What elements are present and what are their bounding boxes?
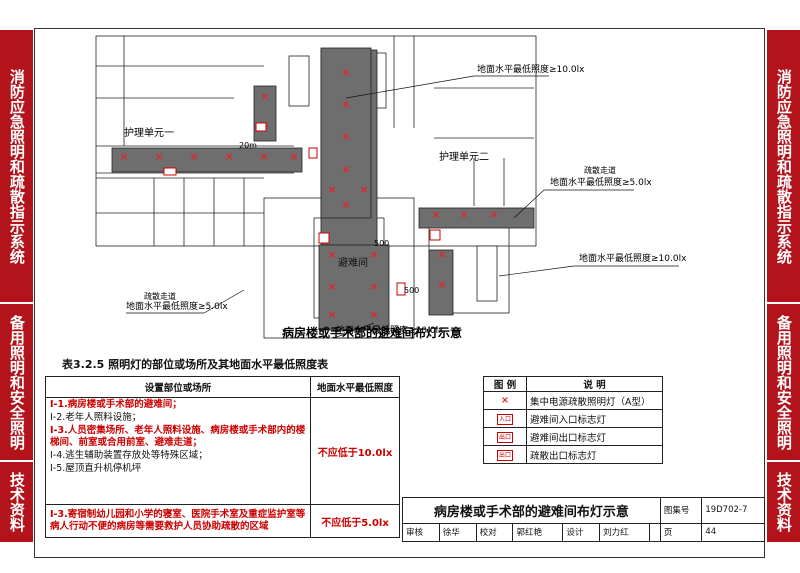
side-tab-left-mid: 备用照明和安全照明	[0, 304, 33, 460]
dimension-500-a: 500	[374, 239, 389, 248]
light-mark-icon: ×	[369, 308, 378, 321]
check-label: 校对	[475, 522, 514, 543]
legend-header-desc: 说 明	[526, 376, 663, 392]
legend-item: 避难间入口标志灯	[526, 409, 663, 428]
refuge-label: 避难间	[338, 256, 368, 269]
title-block-title: 病房楼或手术部的避难间布灯示意	[402, 497, 661, 524]
table-cell-row6: Ⅰ-3.寄宿制幼儿园和小学的寝室、医院手术室及重症监护室等病人行动不便的病房等需…	[45, 504, 311, 538]
legend-item: 疏散出口标志灯	[526, 445, 663, 464]
unit-label-2: 护理单元二	[439, 150, 489, 163]
note-bottom: 地面水平最低照度≥10.0lx	[336, 324, 444, 336]
note-top: 地面水平最低照度≥10.0lx	[477, 63, 585, 75]
stair-front-room-right	[428, 249, 454, 316]
side-tab-right-top: 消防应急照明和疏散指示系统	[767, 30, 800, 302]
table-value-10lx: 不应低于10.0lx	[310, 397, 400, 505]
unit-label-1: 护理单元一	[124, 126, 174, 139]
light-mark-icon: ×	[260, 90, 269, 103]
side-text: 消防应急照明和疏散指示系统	[774, 68, 793, 264]
dimension-500-b: 500	[404, 286, 419, 295]
light-mark-icon: ×	[327, 248, 336, 261]
atlas-number: 19D702-7	[701, 497, 765, 524]
light-mark-icon: ×	[259, 150, 268, 163]
note-right-10lx: 地面水平最低照度≥10.0lx	[579, 252, 687, 264]
plan-caption: 病房楼或手术部的避难间布灯示意	[282, 325, 462, 340]
legend-item: 集中电源疏散照明灯（A型）	[526, 391, 663, 410]
row-item: Ⅰ-3.人员密集场所、老年人照料设施、病房楼或手术部内的楼梯间、前室或合用前室、…	[50, 424, 306, 449]
design-label: 设计	[562, 522, 601, 543]
title-block: 病房楼或手术部的避难间布灯示意 图集号 19D702-7 审核 徐华 校对 郭红…	[402, 497, 765, 543]
checker-name: 郭红艳	[512, 522, 564, 543]
refuge-entry-sign-icon: 入口	[497, 413, 513, 425]
light-mark-icon: ×	[224, 150, 233, 163]
light-mark-icon: ×	[431, 208, 440, 221]
designer-name: 刘力红	[599, 522, 651, 543]
note-right-corridor: 疏散走道	[584, 165, 616, 175]
light-mark-icon: ×	[437, 248, 446, 261]
note-right-5lx: 地面水平最低照度≥5.0lx	[550, 176, 652, 188]
light-mark-icon: ×	[341, 130, 350, 143]
leader-lines	[126, 75, 679, 339]
light-mark-icon: ×	[489, 208, 498, 221]
page-number: 44	[701, 522, 765, 543]
side-text: 技术资料	[774, 472, 793, 532]
row-item: Ⅰ-1.病房楼或手术部的避难间；	[50, 399, 182, 410]
lit-areas	[111, 47, 535, 331]
refuge-exit-sign-icon: 出口	[497, 431, 513, 443]
exit-sign-icon: 出口	[497, 449, 513, 461]
side-tab-left-top: 消防应急照明和疏散指示系统	[0, 30, 33, 302]
corridor-left	[111, 147, 303, 173]
legend-item: 避难间出口标志灯	[526, 427, 663, 446]
table-value-5lx: 不应低于5.0lx	[310, 504, 400, 538]
legend-table: 图 例说 明 ×集中电源疏散照明灯（A型） 入口 避难间入口标志灯 出口 避难间出口…	[483, 376, 663, 464]
note-left-corridor: 疏散走道	[144, 291, 176, 301]
corridor-right	[418, 207, 535, 229]
table-title: 表3.2.5 照明灯的部位或场所及其地面水平最低照度表	[62, 358, 329, 371]
light-mark-icon: ×	[189, 150, 198, 163]
side-text: 备用照明和安全照明	[7, 314, 26, 450]
light-mark-icon: ×	[341, 163, 350, 176]
row-item: Ⅰ-4.逃生辅助装置存放处等特殊区域；	[50, 450, 208, 462]
light-marks: ××××××××××××××××××××××××××	[119, 66, 498, 321]
atlas-label: 图集号	[659, 497, 703, 524]
table-header-location: 设置部位或场所	[45, 376, 311, 398]
light-mark-icon: ×	[341, 198, 350, 211]
light-mark-icon: ×	[341, 66, 350, 79]
reviewer-name: 徐华	[438, 522, 477, 543]
row-item: Ⅰ-2.老年人照料设施；	[50, 411, 142, 423]
light-mark-icon: ×	[369, 248, 378, 261]
light-mark-icon: ×	[359, 183, 368, 196]
light-mark-icon: ×	[154, 150, 163, 163]
light-mark-icon: ×	[369, 280, 378, 293]
side-tab-right-bottom: 技术资料	[767, 462, 800, 542]
light-mark-icon: ×	[327, 280, 336, 293]
illuminance-table: 设置部位或场所 地面水平最低照度 Ⅰ-1.病房楼或手术部的避难间； Ⅰ-2.老年…	[45, 376, 400, 538]
row-item: Ⅰ-5.屋顶直升机停机坪	[50, 463, 142, 475]
light-mark-icon: ×	[289, 150, 298, 163]
light-mark-icon: ×	[483, 391, 527, 410]
review-label: 审核	[402, 522, 440, 543]
side-text: 技术资料	[7, 472, 26, 532]
light-mark-icon: ×	[119, 150, 128, 163]
light-mark-icon: ×	[341, 98, 350, 111]
light-mark-icon: ×	[459, 208, 468, 221]
note-left-5lx: 地面水平最低照度≥5.0lx	[126, 300, 228, 312]
floor-plan: ×××××××××××××××××××××××××× 护理单元一 护理单元二 避…	[95, 35, 687, 340]
dimension-20m: 20m	[239, 141, 257, 150]
side-tab-right-mid: 备用照明和安全照明	[767, 304, 800, 460]
table-header-illuminance: 地面水平最低照度	[310, 376, 400, 398]
light-mark-icon: ×	[327, 308, 336, 321]
legend-header-symbol: 图 例	[483, 376, 527, 392]
refuge-room	[318, 244, 390, 331]
exit-signs	[163, 122, 441, 296]
side-text: 消防应急照明和疏散指示系统	[7, 68, 26, 264]
light-mark-icon: ×	[437, 278, 446, 291]
page-label: 页	[659, 522, 703, 543]
light-mark-icon: ×	[327, 183, 336, 196]
table-cell-locations: Ⅰ-1.病房楼或手术部的避难间； Ⅰ-2.老年人照料设施； Ⅰ-3.人员密集场所…	[45, 397, 311, 505]
drawing-frame	[34, 28, 765, 558]
corridor-central-b	[320, 47, 372, 219]
side-tab-left-bottom: 技术资料	[0, 462, 33, 542]
side-text: 备用照明和安全照明	[774, 314, 793, 450]
